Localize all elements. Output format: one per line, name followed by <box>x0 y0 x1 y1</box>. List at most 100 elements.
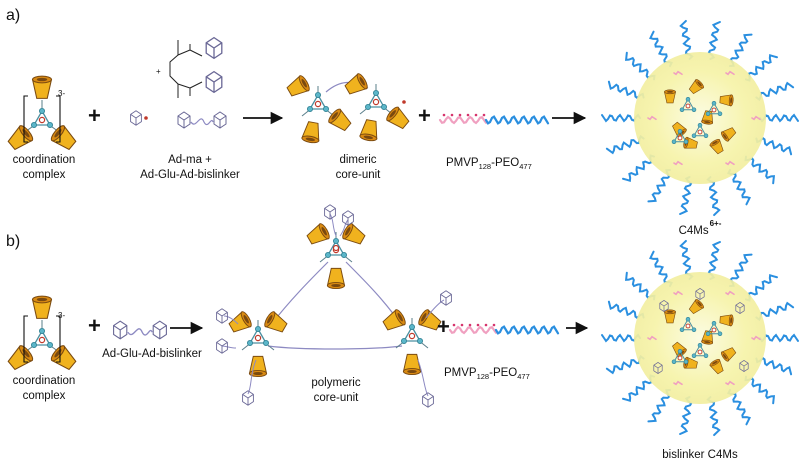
peo-corona-chain <box>607 300 645 320</box>
cyclodextrin-cup <box>386 106 410 130</box>
plus-b2: + <box>437 314 450 339</box>
peo-corona-chain <box>744 54 778 82</box>
charge-dot <box>468 323 472 327</box>
polymer-chain <box>484 115 550 125</box>
plus-a1: + <box>88 103 101 128</box>
bislinker <box>113 320 167 340</box>
dimer-caption-line2: core-unit <box>336 169 382 181</box>
polymer-chain <box>647 115 657 121</box>
core-node <box>705 320 723 336</box>
adamantane-icon <box>735 301 745 315</box>
polymer-chain <box>725 380 735 386</box>
peo-corona-chain <box>759 113 799 123</box>
coordination-complex-b: 3- <box>7 295 77 371</box>
adamantane-icon <box>177 111 191 129</box>
peo-corona-chain <box>679 239 694 280</box>
bislinker <box>177 111 227 129</box>
chem-bonds <box>169 40 203 98</box>
cyclodextrin-cup <box>344 73 368 95</box>
admix-caption-line2: Ad-Glu-Ad-bislinker <box>140 169 240 181</box>
polymer-chain <box>448 325 498 335</box>
polycore-caption-line2: core-unit <box>314 392 360 404</box>
peo-corona-chain <box>729 33 753 68</box>
charge-dot <box>450 113 454 117</box>
c4m-micelle <box>601 19 799 217</box>
peo-corona-chain <box>679 176 693 215</box>
linker-caption-b: Ad-Glu-Ad-bislinker <box>102 348 202 360</box>
core-node <box>691 342 709 358</box>
peo-corona-chain <box>755 136 793 156</box>
polymer-chain <box>673 160 683 166</box>
peo-corona-chain <box>755 81 795 102</box>
cyclodextrin-cup <box>306 223 330 245</box>
peo-corona-chain <box>707 241 721 280</box>
ad-ma-icon <box>130 110 148 126</box>
dimeric-core-unit <box>286 73 410 144</box>
metal-complex <box>7 75 77 151</box>
cyclodextrin-cup <box>709 139 724 155</box>
peo-corona-chain <box>729 253 753 288</box>
dangling-linker <box>417 359 429 397</box>
adamantane-icon <box>324 204 336 220</box>
core-node <box>679 316 697 332</box>
polymer-label-b: PMVP128-PEO477 <box>444 367 530 381</box>
peo-corona-chain <box>622 374 656 402</box>
cyclodextrin-cup <box>382 309 406 331</box>
peo-corona-chain <box>744 274 778 302</box>
polymer-chain <box>438 115 488 125</box>
peo-corona-chain <box>679 19 694 60</box>
cyclodextrin-cup <box>721 347 737 362</box>
coord-caption-b-line1: coordination <box>13 375 76 387</box>
peo-corona-chain <box>647 388 671 423</box>
pmvp-peo-copolymer-a <box>438 113 550 125</box>
adamantane-icon <box>440 290 452 306</box>
polymer-chain <box>673 290 683 296</box>
peo-corona-chain <box>622 154 656 182</box>
charge-dot <box>442 113 446 117</box>
charge-label-a: 3- <box>58 89 65 98</box>
cyclodextrin-cup <box>688 79 704 95</box>
adamantane-icon <box>113 320 128 340</box>
charge-dot <box>492 323 496 327</box>
peo-corona-chain <box>755 301 795 322</box>
cyclodextrin-cup <box>326 267 346 290</box>
peo-corona-chain <box>601 333 641 343</box>
metal-complex <box>7 295 77 371</box>
polymeric-core-unit <box>216 204 452 408</box>
polymer-chain <box>725 70 735 76</box>
cyclodextrin-cup <box>418 309 442 331</box>
cyclodextrin-cup <box>709 359 724 375</box>
cyclodextrin-cup <box>359 119 378 142</box>
cyclodextrin-cup <box>248 355 268 378</box>
micelle <box>601 239 799 437</box>
cyclodextrin-cup <box>719 94 734 107</box>
pmvp-peo-copolymer-b <box>448 323 560 335</box>
peo-corona-chain <box>679 396 693 435</box>
coordination-complex-a: 3- <box>7 75 77 151</box>
polymer-chain <box>751 335 761 341</box>
core-node <box>679 96 697 112</box>
dangling-linker <box>221 345 237 349</box>
dimer-caption-line1: dimeric <box>339 154 376 166</box>
bislinker-icon-b <box>113 320 167 340</box>
micelle-core <box>634 272 766 404</box>
block-copolymer <box>448 323 560 335</box>
polymer-chain <box>673 380 683 386</box>
adamantane-icon <box>422 392 434 408</box>
cyclodextrin-cup <box>664 89 676 104</box>
dangling-linker <box>339 219 349 237</box>
bislinker-c4m-micelle <box>601 239 799 437</box>
core-node <box>30 107 53 128</box>
cyclodextrin-cup <box>301 121 320 144</box>
peo-corona-chain <box>647 168 671 203</box>
peo-corona-chain <box>706 176 721 217</box>
ad-glu-ad-structure: + <box>156 36 223 98</box>
adamantane-icon <box>152 320 167 340</box>
dangling-linker <box>329 213 337 237</box>
adamantane-icon <box>242 390 254 406</box>
micelle <box>601 19 799 217</box>
peo-corona-chain <box>605 134 645 155</box>
polycore-caption-line1: polymeric <box>311 377 360 389</box>
charge-dot <box>482 113 486 117</box>
core-node <box>671 128 689 144</box>
